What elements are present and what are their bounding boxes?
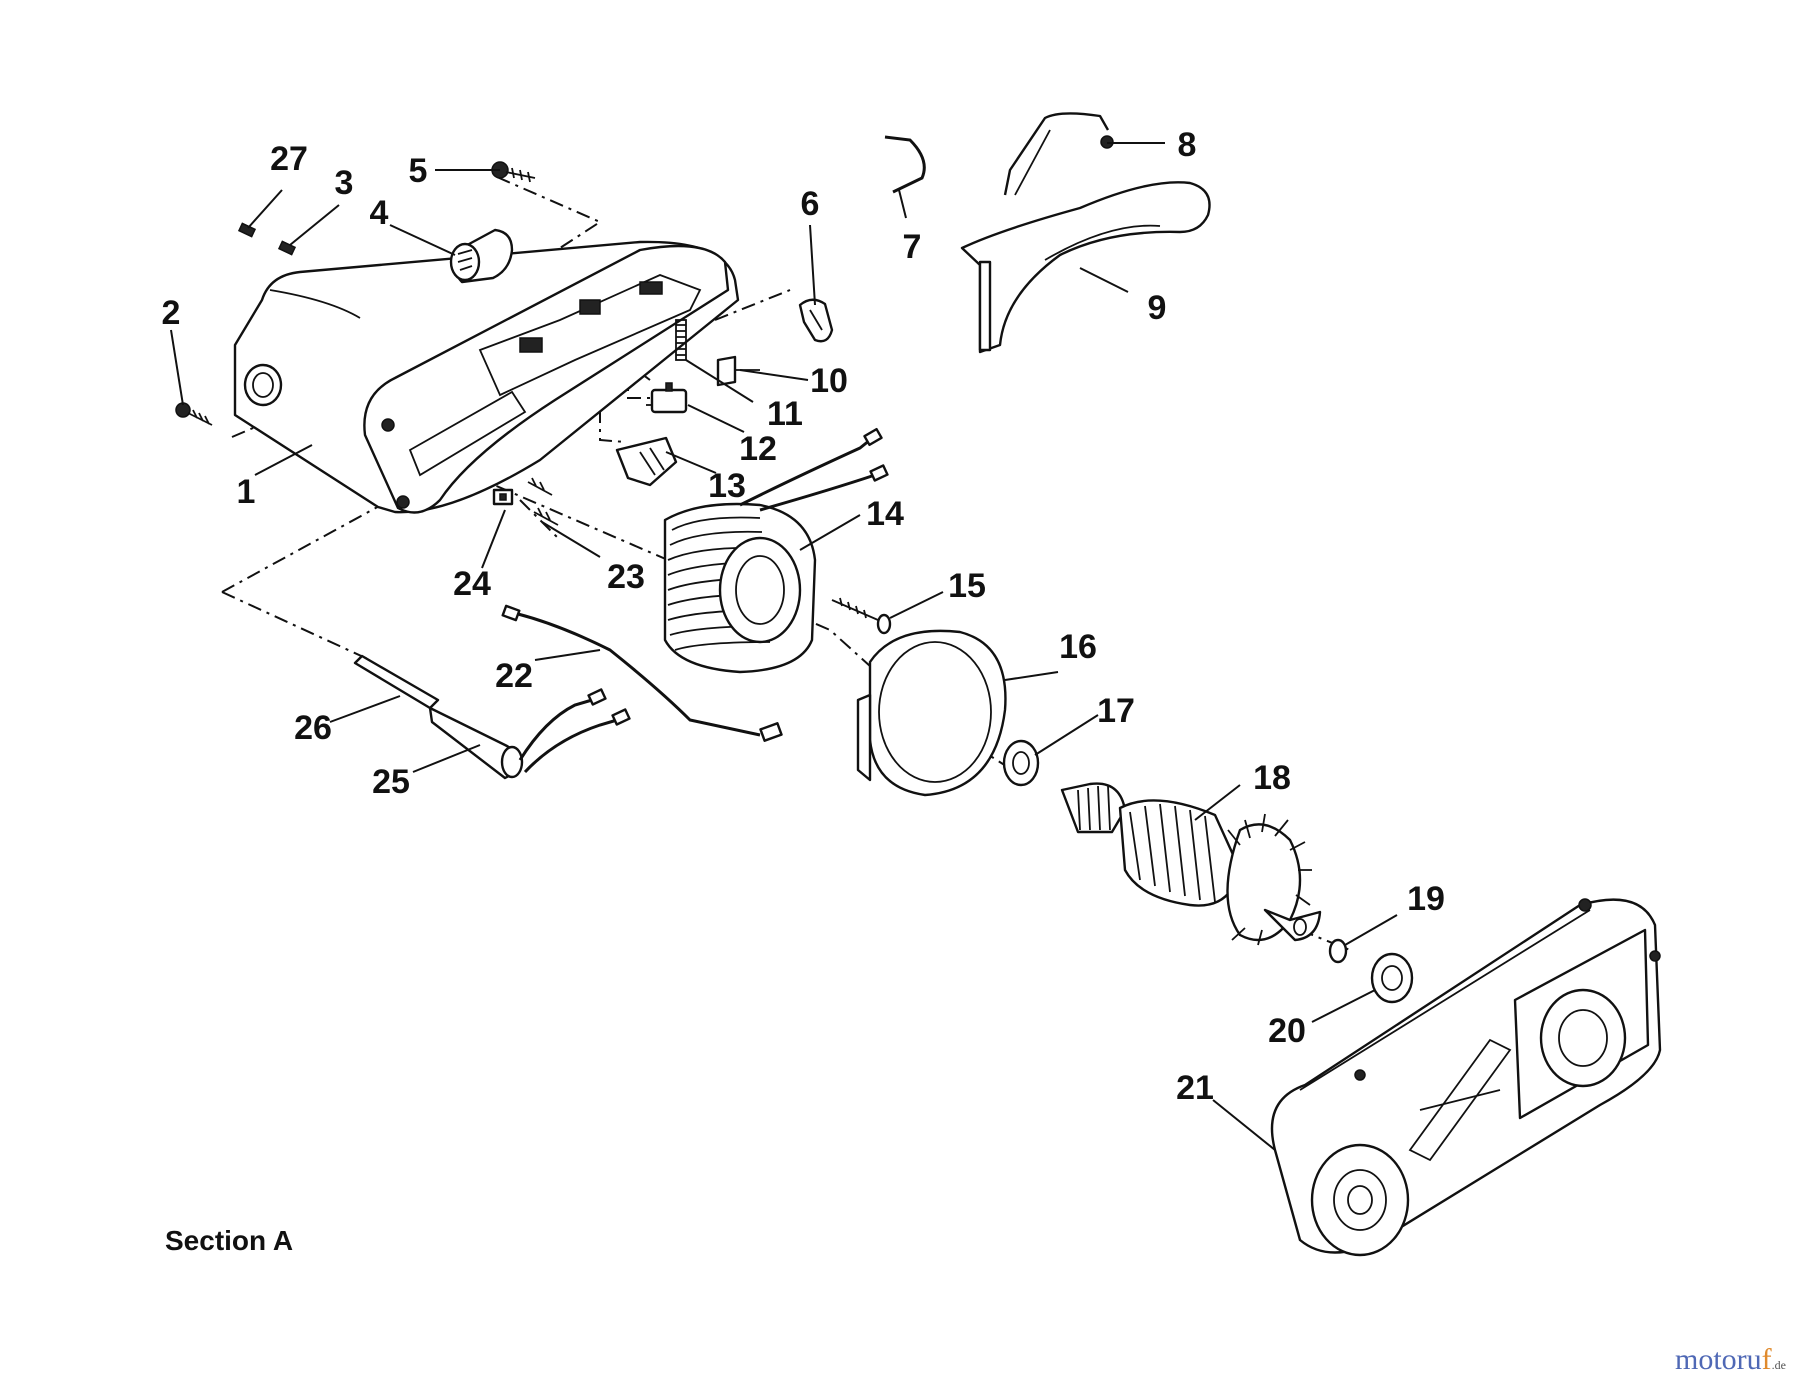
callout-21: 21 xyxy=(1176,1069,1214,1107)
part-17-bearing xyxy=(1002,739,1040,787)
part-10-switch-bracket xyxy=(716,355,760,387)
callout-15: 15 xyxy=(948,567,986,605)
part-4-knob xyxy=(449,228,514,284)
callout-19: 19 xyxy=(1407,880,1445,918)
callout-20: 20 xyxy=(1268,1012,1306,1050)
callout-13: 13 xyxy=(708,467,746,505)
part-24-terminal xyxy=(492,488,514,506)
callout-7: 7 xyxy=(903,228,922,266)
callout-1: 1 xyxy=(237,473,256,511)
part-5-screw xyxy=(491,161,536,183)
part-1-motor-housing xyxy=(233,240,740,514)
callout-3: 3 xyxy=(335,164,354,202)
part-7-wire-spring xyxy=(884,135,926,194)
callout-22: 22 xyxy=(495,657,533,695)
callout-16: 16 xyxy=(1059,628,1097,666)
callout-17: 17 xyxy=(1097,692,1135,730)
part-12-micro-switch xyxy=(646,382,688,414)
part-20-bearing xyxy=(1370,952,1414,1004)
part-26-power-cord xyxy=(353,654,440,710)
callout-9: 9 xyxy=(1148,289,1167,327)
part-25-cord-protector xyxy=(428,688,631,780)
callout-23: 23 xyxy=(607,558,645,596)
part-6-cord-clamp xyxy=(798,298,834,343)
part-3-set-screw xyxy=(277,240,297,256)
callout-5: 5 xyxy=(409,152,428,190)
callout-27: 27 xyxy=(270,140,308,178)
callout-6: 6 xyxy=(801,185,820,223)
part-9-handle-cover xyxy=(960,181,1211,354)
callout-11: 11 xyxy=(767,395,803,433)
section-label: Section A xyxy=(165,1225,293,1256)
part-11-spring xyxy=(675,319,687,361)
callout-2: 2 xyxy=(162,294,181,332)
callout-24: 24 xyxy=(453,565,491,603)
callout-26: 26 xyxy=(294,709,332,747)
part-16-baffle xyxy=(856,629,1007,797)
callout-14: 14 xyxy=(866,495,904,533)
part-18-armature xyxy=(1060,782,1322,946)
callout-8: 8 xyxy=(1178,126,1197,164)
callout-4: 4 xyxy=(370,194,389,232)
callout-labels: 1 2 3 4 5 6 7 8 9 10 11 12 13 14 15 16 1… xyxy=(162,126,1445,1107)
callout-10: 10 xyxy=(810,362,848,400)
watermark-logo: motoruf.de xyxy=(1675,1343,1786,1377)
part-27-set-screw xyxy=(237,222,257,238)
part-13-switch-trigger xyxy=(615,436,678,487)
part-8-handle-bracket xyxy=(1003,112,1114,196)
watermark-main: motoru xyxy=(1675,1343,1762,1376)
part-15-screw-washer xyxy=(831,597,892,635)
watermark-tld: .de xyxy=(1771,1358,1786,1372)
callout-12: 12 xyxy=(739,430,777,468)
part-2-screw xyxy=(175,402,213,426)
callout-18: 18 xyxy=(1253,759,1291,797)
callout-25: 25 xyxy=(372,763,410,801)
part-14-field-coil xyxy=(663,427,889,674)
part-19-retaining-ring xyxy=(1328,938,1348,964)
part-23-screws xyxy=(527,477,559,526)
leader-lines xyxy=(170,142,1398,1151)
part-22-jumper-wire xyxy=(501,604,783,742)
watermark-accent: f xyxy=(1761,1343,1772,1376)
part-21-gear-housing xyxy=(1270,898,1662,1257)
